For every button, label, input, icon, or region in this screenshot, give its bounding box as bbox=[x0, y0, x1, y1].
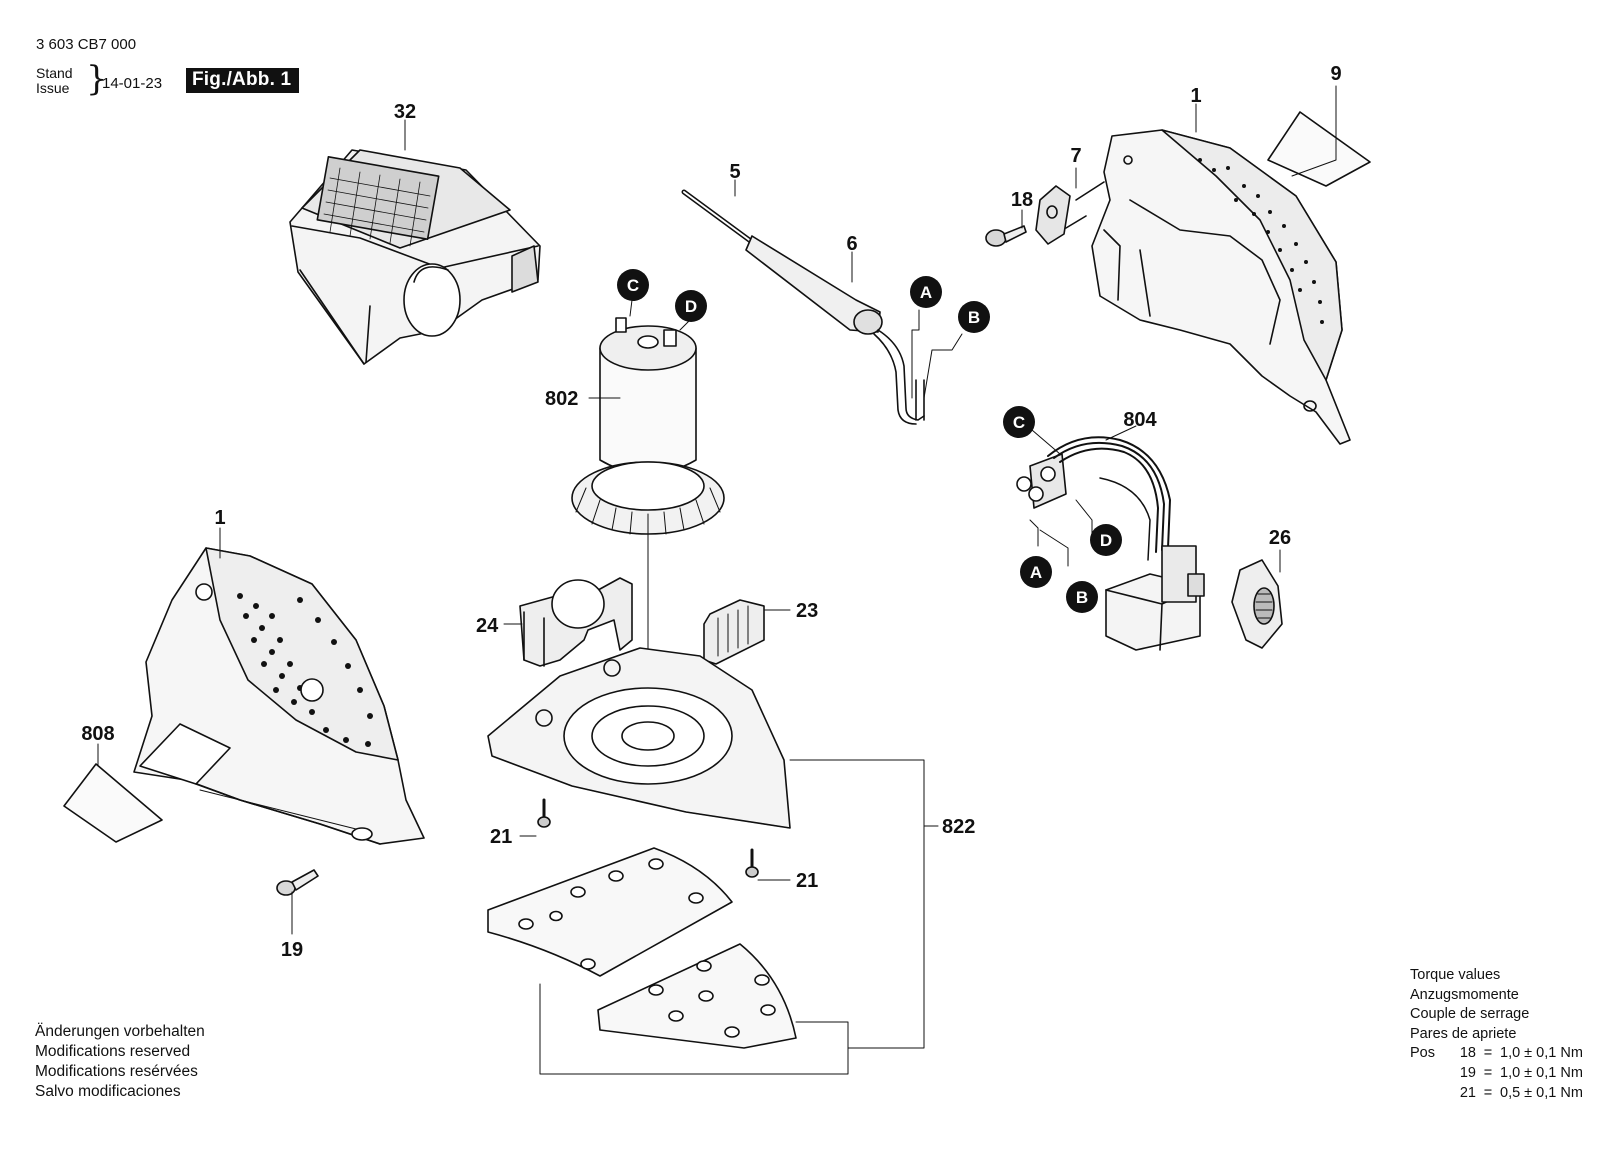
screw-21-right-part bbox=[745, 848, 759, 878]
torque-value: 0,5 ± 0,1 Nm bbox=[1500, 1084, 1583, 1101]
callout-6: 6 bbox=[846, 233, 857, 255]
callout-9: 9 bbox=[1330, 63, 1341, 85]
torque-value: 1,0 ± 0,1 Nm bbox=[1500, 1064, 1583, 1081]
torque-table: Torque values Anzugsmomente Couple de se… bbox=[1410, 966, 1583, 1103]
leader-lines bbox=[97, 85, 1337, 1075]
torque-row: 19 = 1,0 ± 0,1 Nm bbox=[1410, 1064, 1583, 1084]
callout-1-left: 1 bbox=[214, 507, 225, 529]
torque-title-fr: Couple de serrage bbox=[1410, 1006, 1530, 1023]
stand-issue-label: Stand Issue bbox=[36, 66, 73, 96]
label-9-part bbox=[1267, 111, 1371, 187]
screw-18-part bbox=[985, 225, 1027, 247]
housing-half-top-part bbox=[1091, 129, 1351, 445]
callout-32: 32 bbox=[394, 101, 416, 123]
callout-21-left: 21 bbox=[490, 826, 512, 848]
torque-eq: = bbox=[1483, 1045, 1493, 1062]
callout-23: 23 bbox=[796, 600, 818, 622]
callout-802: 802 bbox=[545, 388, 578, 410]
base-plate-part bbox=[487, 647, 791, 829]
marker-switch-b-label: B bbox=[1076, 588, 1088, 607]
brace-glyph: } bbox=[86, 59, 108, 99]
callout-808: 808 bbox=[81, 723, 114, 745]
marker-switch-d: D bbox=[1090, 524, 1122, 556]
screw-19-part bbox=[276, 869, 319, 896]
marker-motor-d-label: D bbox=[685, 297, 697, 316]
motor-bracket-part bbox=[519, 577, 633, 667]
note-fr: Modifications resérvées bbox=[35, 1063, 198, 1080]
callout-822: 822 bbox=[942, 816, 975, 838]
marker-switch-c-label: C bbox=[1013, 413, 1025, 432]
marker-cable-a: A bbox=[910, 276, 942, 308]
torque-pos: 19 bbox=[1459, 1064, 1476, 1081]
stand-label: Stand bbox=[36, 65, 73, 81]
marker-switch-a: A bbox=[1020, 556, 1052, 588]
issue-date: 14-01-23 bbox=[102, 75, 163, 92]
marker-switch-b: B bbox=[1066, 581, 1098, 613]
torque-title-de: Anzugsmomente bbox=[1410, 986, 1519, 1003]
figure-label: Fig./Abb. 1 bbox=[186, 68, 300, 93]
screw-21-left-part bbox=[537, 798, 551, 828]
switch-part bbox=[1016, 436, 1205, 651]
dust-cover-part bbox=[289, 149, 541, 365]
callout-1-top: 1 bbox=[1190, 85, 1201, 107]
marker-motor-c-label: C bbox=[627, 276, 639, 295]
callout-24: 24 bbox=[476, 615, 499, 637]
callout-7: 7 bbox=[1070, 145, 1081, 167]
marker-cable-b: B bbox=[958, 301, 990, 333]
marker-switch-c: C bbox=[1003, 406, 1035, 438]
callout-804: 804 bbox=[1123, 409, 1157, 431]
document-number: 3 603 CB7 000 bbox=[36, 36, 137, 53]
callout-19: 19 bbox=[281, 939, 303, 961]
torque-pos: 21 bbox=[1459, 1084, 1476, 1101]
callout-26: 26 bbox=[1269, 527, 1291, 549]
sanding-sheet-upper-part bbox=[487, 847, 733, 977]
clip-part bbox=[703, 599, 765, 665]
torque-pos-label: Pos bbox=[1410, 1045, 1435, 1062]
note-de: Änderungen vorbehalten bbox=[35, 1023, 205, 1040]
marker-cable-b-label: B bbox=[968, 308, 980, 327]
torque-value: 1,0 ± 0,1 Nm bbox=[1500, 1045, 1583, 1062]
marker-motor-c: C bbox=[617, 269, 649, 301]
callout-5: 5 bbox=[729, 161, 740, 183]
power-cable-part bbox=[681, 189, 925, 425]
torque-title-es: Pares de apriete bbox=[1410, 1025, 1517, 1042]
callout-18: 18 bbox=[1011, 189, 1033, 211]
torque-eq: = bbox=[1483, 1064, 1493, 1081]
marker-cable-a-label: A bbox=[920, 283, 932, 302]
torque-row: 21 = 0,5 ± 0,1 Nm bbox=[1410, 1084, 1583, 1104]
footer-notes: Änderungen vorbehalten Modifications res… bbox=[35, 1022, 205, 1102]
marker-switch-a-label: A bbox=[1030, 563, 1042, 582]
marker-switch-d-label: D bbox=[1100, 531, 1112, 550]
torque-pos: 18 bbox=[1459, 1045, 1476, 1062]
torque-eq: = bbox=[1483, 1084, 1493, 1101]
issue-label: Issue bbox=[36, 80, 70, 96]
note-es: Salvo modificaciones bbox=[35, 1083, 181, 1100]
torque-title-en: Torque values bbox=[1410, 967, 1501, 983]
housing-half-left-part bbox=[133, 547, 425, 845]
speed-knob-part bbox=[1231, 559, 1283, 649]
cable-clamp-part bbox=[1035, 181, 1105, 245]
sanding-sheet-lower-part bbox=[597, 943, 797, 1049]
label-808-part bbox=[63, 763, 163, 843]
note-en: Modifications reserved bbox=[35, 1043, 191, 1060]
torque-row: Pos 18 = 1,0 ± 0,1 Nm bbox=[1410, 1044, 1583, 1064]
callout-21-right: 21 bbox=[796, 870, 818, 892]
marker-motor-d: D bbox=[675, 290, 707, 322]
